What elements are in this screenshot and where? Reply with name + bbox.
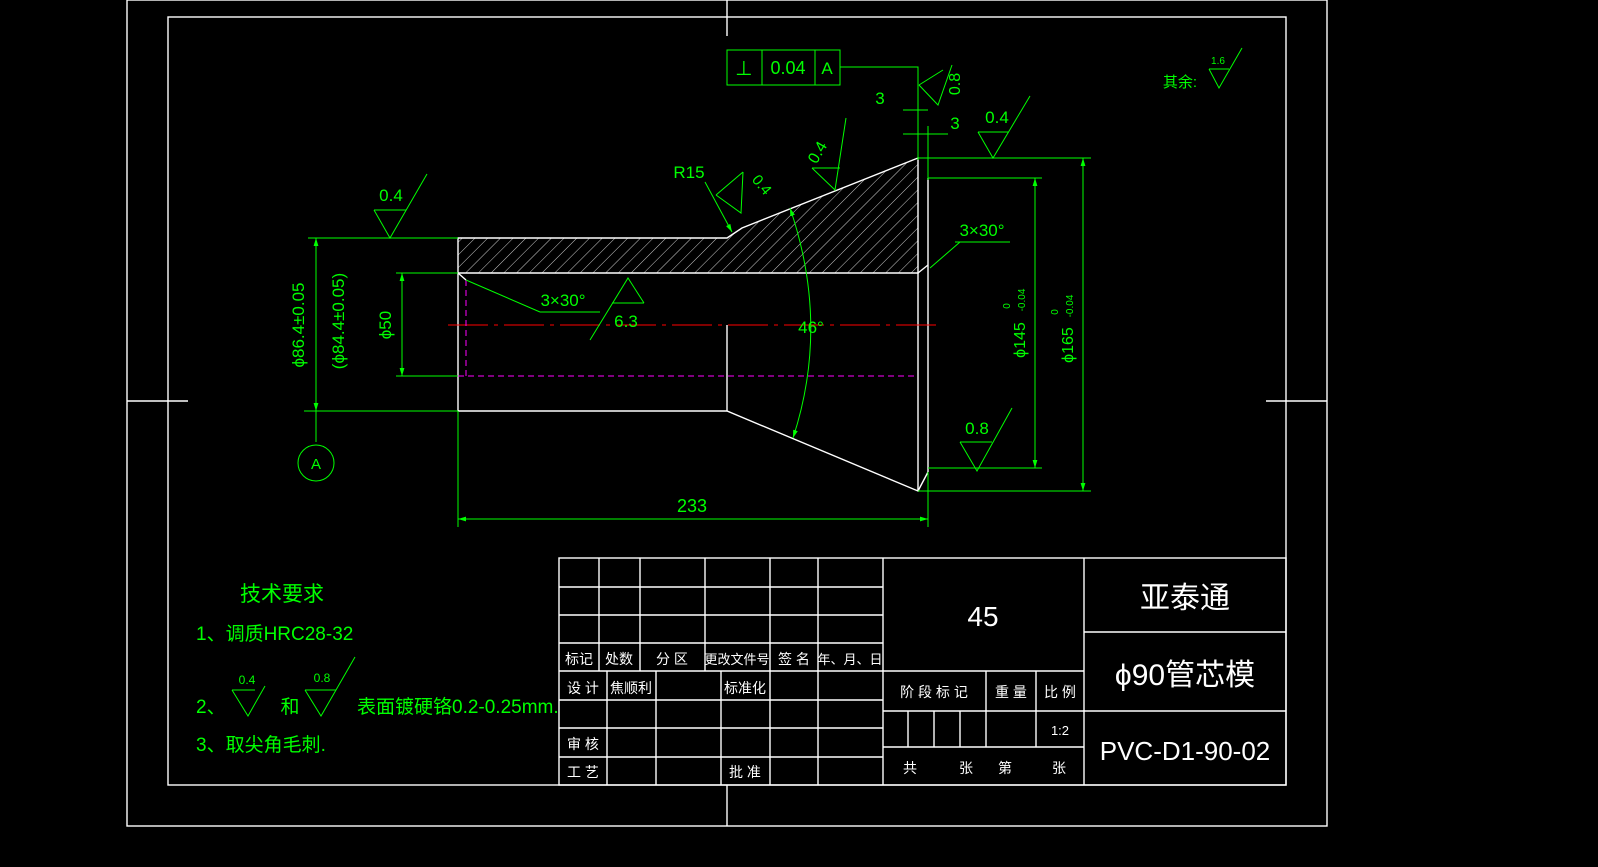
dim-3-a: 3 [875,89,884,108]
roughness-taper: 0.4 [805,117,847,192]
dim-dia-145-lower: -0.04 [1017,288,1028,311]
dim-r15: R15 [673,163,704,182]
dim-dia-145-upper: 0 [1002,303,1013,309]
title-block: 标记 处数 分 区 更改文件号 签 名 年、月、日 设 计 焦顺利 标准化 审 … [558,557,1287,786]
svg-text:0.8: 0.8 [314,671,331,685]
rev-header-5: 年、月、日 [817,652,882,667]
datum-a-label: A [311,456,321,473]
tb-material: 45 [967,601,998,632]
part-section [448,156,938,493]
tb-sheet-2: 第 [998,760,1012,776]
tb-sheet-1: 张 [959,760,973,776]
gdt-frame: ⊥ 0.04 A [726,49,919,160]
svg-text:0.4: 0.4 [748,172,774,199]
tech-requirements: 技术要求 1、调质HRC28-32 2、 0.4 和 0.8 表面镀硬铬0.2-… [196,583,559,756]
svg-text:0.8: 0.8 [947,73,964,95]
dimensions: 3 3 R15 3×30° 3×30° 46° 233 ϕ86.4±0.05 (… [289,89,1091,527]
rev-header-3: 更改文件号 [704,652,769,667]
svg-text:1.6: 1.6 [1211,56,1225,67]
gdt-symbol: ⊥ [735,58,752,80]
svg-text:其余:: 其余: [1163,73,1197,91]
dim-chamfer-right: 3×30° [959,221,1004,240]
svg-text:和: 和 [280,696,299,718]
gdt-datum: A [821,59,833,78]
dim-3-b: 3 [950,114,959,133]
tech-req-item-2-text: 表面镀硬铬0.2-0.25mm. [357,696,559,718]
dim-dia-outer-alt: (ϕ84.4±0.05) [329,273,348,369]
tech-req-title: 技术要求 [240,583,324,606]
roughness-right: 0.4 [977,95,1031,159]
svg-text:0.8: 0.8 [965,419,989,438]
dim-angle: 46° [798,318,824,337]
svg-text:0.4: 0.4 [985,108,1009,127]
tb-sheet-0: 共 [903,760,917,776]
tb-process: 工 艺 [567,764,599,780]
dim-dia-165: ϕ165 [1060,327,1077,363]
roughness-other: 其余: 1.6 [1163,47,1243,91]
roughness-r15: 0.4 [715,171,775,214]
dim-dia-165-upper: 0 [1050,309,1061,315]
dim-overall-length: 233 [677,496,707,516]
roughness-bottom: 0.8 [959,407,1013,473]
part-outline-lower [457,273,919,493]
tb-stage-mark: 阶 段 标 记 [900,684,968,700]
tb-approve: 批 准 [729,764,761,780]
rev-header-1: 处数 [605,651,633,667]
chamfer-left [457,272,467,281]
dim-dia-bore: ϕ50 [376,311,395,339]
tech-req-item-2-num: 2、 [196,697,226,718]
tb-ratio: 比 例 [1044,684,1076,700]
rev-header-0: 标记 [565,651,593,667]
rev-header-2: 分 区 [656,651,688,667]
dim-dia-145: ϕ145 [1012,322,1029,358]
chamfer-face-b [917,471,929,492]
tb-standardize: 标准化 [724,680,766,696]
tech-req-item-3: 3、取尖角毛刺. [196,734,326,756]
tb-weight: 重 量 [995,684,1027,700]
tb-design: 设 计 [567,680,599,696]
svg-text:0.4: 0.4 [379,186,403,205]
tb-part-name: ϕ90管芯模 [1115,659,1255,692]
tech-req-item-1: 1、调质HRC28-32 [196,623,353,645]
tb-sheet-3: 张 [1052,760,1066,776]
rev-header-4: 签 名 [778,651,810,667]
roughness-top: 0.8 [918,64,964,106]
roughness-left: 0.4 [373,173,428,240]
outer-frame [126,0,1328,827]
roughness-6-3: 6.3 [589,277,645,341]
dim-dia-outer: ϕ86.4±0.05 [289,282,308,367]
tb-drawing-no: PVC-D1-90-02 [1100,736,1271,766]
tb-scale: 1:2 [1051,723,1069,738]
svg-text:0.4: 0.4 [239,673,256,687]
chamfer-face [917,264,929,274]
svg-text:0.4: 0.4 [805,139,831,167]
gdt-tolerance: 0.04 [770,58,805,78]
tb-company: 亚泰通 [1140,582,1230,615]
tb-designer: 焦顺利 [610,680,652,696]
datum-a-circle [297,444,335,482]
dim-dia-165-lower: -0.04 [1065,294,1076,317]
svg-text:6.3: 6.3 [614,312,638,331]
sheet-frames [126,0,1328,827]
tb-review: 审 核 [567,736,599,752]
dim-chamfer-left: 3×30° [540,291,585,310]
